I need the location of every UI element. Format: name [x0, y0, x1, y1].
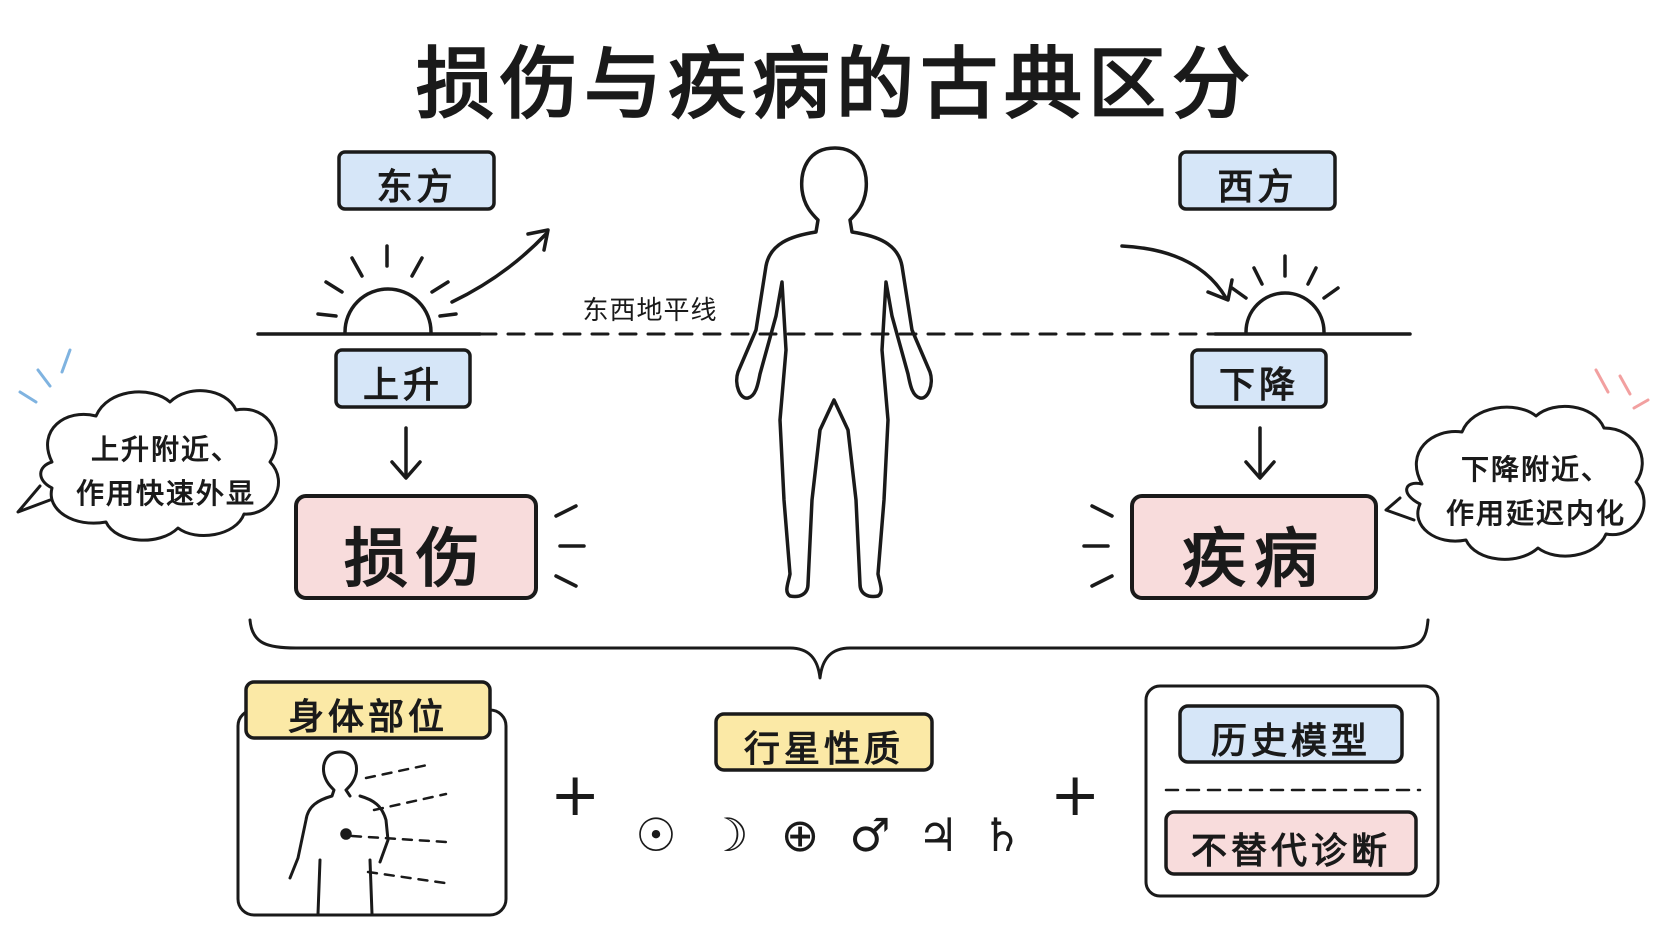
rising-arrowhead — [526, 228, 550, 252]
sun-symbol-icon: ☉ — [635, 808, 677, 862]
injury-box — [294, 494, 538, 600]
injury-label: 损伤 — [344, 523, 488, 597]
setting-arrowhead — [1206, 278, 1234, 302]
mars-symbol-icon: ♂ — [849, 808, 891, 862]
west-note-line2: 作用延迟内化 — [1445, 497, 1626, 530]
east-cloud-tail — [16, 484, 52, 514]
body-parts-label: 身体部位 — [287, 697, 448, 738]
east-note-line2: 作用快速外显 — [75, 477, 256, 510]
saturn-symbol-icon: ♄ — [981, 808, 1023, 862]
east-note-line1: 上升附近、 — [90, 433, 241, 466]
disclaimer-label: 不替代诊断 — [1190, 831, 1391, 872]
descend-label-box — [1190, 348, 1328, 409]
blue-accent-ticks — [18, 348, 72, 404]
horizon-label: 东西地平线 — [582, 296, 718, 326]
disease-emphasis-marks — [1082, 504, 1114, 588]
planet-nature-label-box — [714, 712, 934, 772]
disclaimer-box — [1164, 810, 1418, 876]
rise-label: 上升 — [362, 365, 443, 406]
plus-sign-right: + — [1050, 760, 1101, 830]
west-note-cloud — [1405, 404, 1646, 561]
earth-symbol-icon: ⊕ — [780, 808, 820, 862]
west-cloud-tail — [1384, 496, 1416, 522]
east-label-box — [337, 150, 496, 211]
moon-symbol-icon: ☽ — [707, 808, 749, 862]
west-label: 西方 — [1217, 167, 1298, 208]
east-down-arrow — [390, 426, 422, 480]
pink-accent-ticks — [1594, 368, 1650, 410]
east-note-cloud — [39, 389, 280, 542]
page-title: 损伤与疾病的古典区分 — [415, 40, 1256, 130]
human-figure-icon — [735, 146, 933, 599]
setting-sun-icon — [1230, 254, 1340, 334]
body-parts-leader-lines — [350, 762, 454, 886]
west-note-line1: 下降附近、 — [1460, 453, 1611, 486]
history-model-label-box — [1178, 704, 1404, 764]
body-point-marker — [340, 828, 352, 840]
west-down-arrow — [1244, 426, 1276, 480]
body-parts-label-box — [244, 680, 492, 740]
jupiter-symbol-icon: ♃ — [917, 808, 959, 862]
rising-sun-icon — [316, 244, 458, 334]
disease-label: 疾病 — [1182, 523, 1326, 597]
planet-nature-label: 行星性质 — [743, 729, 904, 770]
plus-sign-left: + — [550, 760, 601, 830]
west-label-box — [1178, 150, 1337, 211]
setting-arrow — [1120, 244, 1228, 300]
body-parts-figure-icon — [288, 750, 390, 916]
descend-label: 下降 — [1218, 365, 1299, 406]
east-label: 东方 — [376, 167, 457, 208]
grouping-brace — [248, 618, 1430, 680]
history-model-label: 历史模型 — [1210, 721, 1371, 762]
injury-emphasis-marks — [554, 504, 586, 588]
rising-arrow — [450, 232, 548, 304]
disease-box — [1130, 494, 1378, 600]
rise-label-box — [334, 348, 472, 409]
